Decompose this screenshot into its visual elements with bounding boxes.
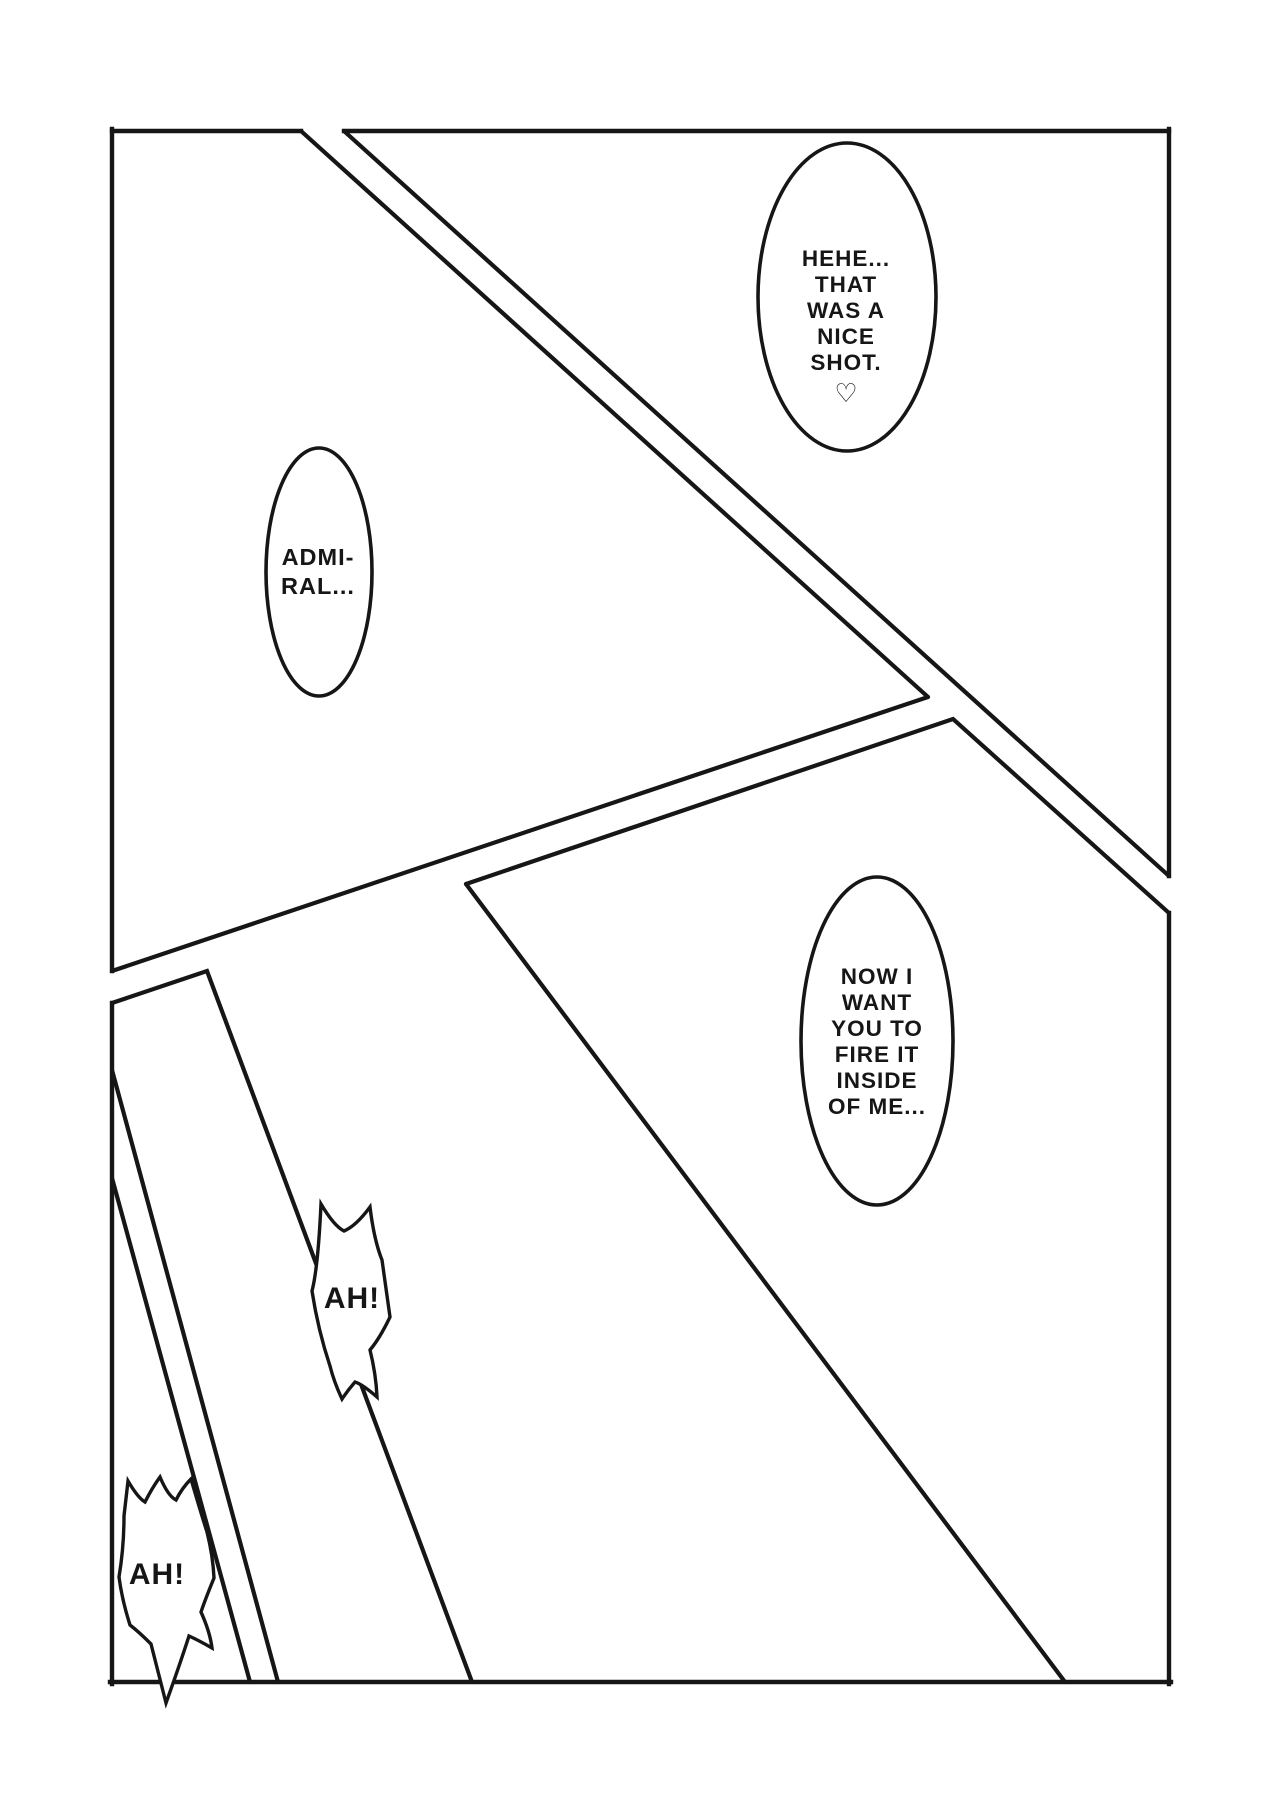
panel4-top-and-right-edge — [109, 968, 475, 1685]
hehe-line: HEHE... — [802, 246, 890, 271]
hehe-line: WAS A — [807, 298, 885, 323]
admiral-line: ADMI- — [282, 544, 355, 570]
sliver-strip-left-line — [109, 1175, 253, 1685]
speech-bubbles — [117, 141, 955, 1709]
fire-line: YOU TO — [831, 1016, 923, 1041]
bubble-lettering: HEHE... THAT WAS A NICE SHOT. ♡ ADMI- RA… — [129, 246, 926, 1591]
ah-shout-text: AH! — [129, 1558, 185, 1591]
heart-glyph: ♡ — [834, 378, 857, 408]
fire-line: INSIDE — [836, 1068, 917, 1093]
panel1-bottom-edge — [109, 694, 931, 974]
fire-line: NOW I — [841, 964, 914, 989]
fire-line: FIRE IT — [835, 1042, 920, 1067]
admiral-line: RAL... — [281, 573, 355, 599]
hehe-line: THAT — [815, 272, 877, 297]
page-border — [107, 126, 1174, 1687]
fire-line: WANT — [842, 990, 912, 1015]
panel3-left-edge — [463, 881, 1068, 1685]
speech-bubble-fire — [799, 875, 955, 1207]
ah-shout-text: AH! — [324, 1282, 380, 1315]
panel-dividers — [109, 128, 1172, 1685]
speech-bubble-admiral — [264, 446, 374, 698]
shout-bubble-ah-2 — [117, 1473, 216, 1709]
shout-bubble-ah-1 — [310, 1198, 392, 1403]
fire-line: OF ME... — [828, 1094, 926, 1119]
hehe-line: NICE — [817, 324, 875, 349]
sliver-strip-right-line — [109, 1067, 281, 1685]
gutter-diagonal-left-line — [298, 128, 931, 700]
speech-bubble-hehe — [756, 141, 938, 453]
panel3-top-edge — [463, 716, 1172, 916]
hehe-line: SHOT. — [810, 350, 881, 375]
gutter-diagonal-right-line — [341, 128, 1172, 879]
